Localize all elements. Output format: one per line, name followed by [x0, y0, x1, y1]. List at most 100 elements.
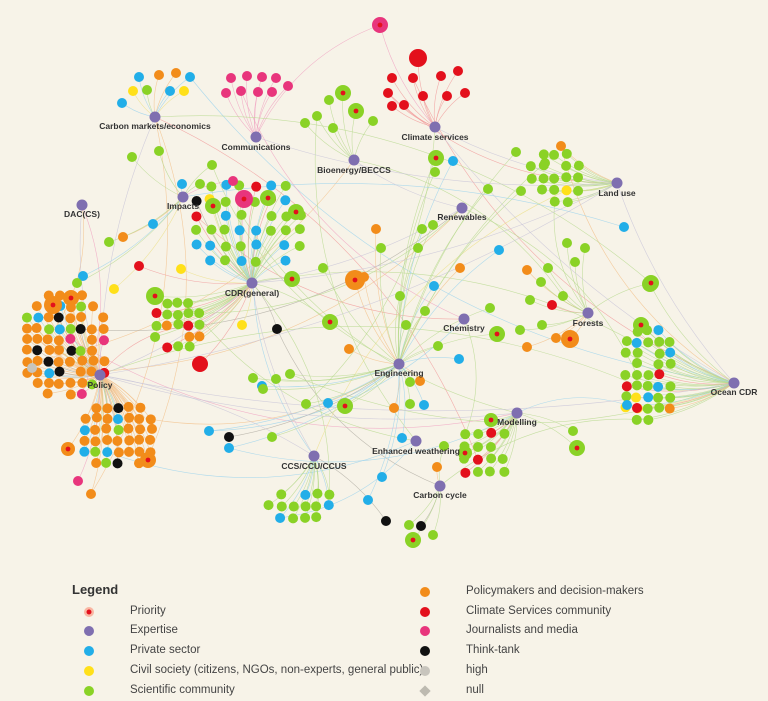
actor-node [135, 402, 146, 413]
actor-node [32, 345, 43, 356]
actor-node [266, 180, 277, 191]
actor-node [86, 379, 97, 390]
actor-node [525, 161, 536, 172]
actor-node [483, 184, 493, 194]
actor-node [151, 320, 162, 331]
actor-node [118, 232, 128, 242]
priority-marker [210, 203, 216, 209]
connection-edge [90, 374, 104, 495]
actor-node [113, 414, 124, 425]
connection-edge [154, 282, 253, 298]
actor-node [177, 179, 187, 189]
actor-node [408, 73, 418, 83]
legend-label: Expertise [130, 624, 178, 636]
actor-node [65, 333, 76, 344]
connection-edge [669, 352, 735, 384]
actor-node [537, 184, 548, 195]
actor-node [32, 355, 43, 366]
actor-node [102, 435, 113, 446]
actor-node [642, 403, 653, 414]
priority-marker [152, 293, 158, 299]
actor-node [665, 381, 676, 392]
actor-node [328, 123, 338, 133]
actor-node [183, 308, 194, 319]
actor-node [32, 333, 43, 344]
hub-label-engineering: Engineering [374, 368, 423, 378]
connection-edge [463, 318, 477, 435]
actor-node [162, 309, 173, 320]
hub-label-carbon-markets: Carbon markets/economics [99, 121, 211, 131]
actor-node [486, 453, 497, 464]
connection-edge [251, 197, 269, 284]
actor-node [643, 392, 654, 403]
connection-edge [526, 312, 589, 348]
actor-node [53, 378, 64, 389]
actor-node [511, 147, 521, 157]
actor-node [363, 495, 373, 505]
actor-node [76, 388, 87, 399]
actor-node [419, 400, 429, 410]
actor-node [161, 320, 172, 331]
actor-node [173, 319, 184, 330]
connection-edge [353, 120, 374, 161]
actor-node [540, 158, 550, 168]
actor-node [124, 412, 135, 423]
actor-node [300, 489, 311, 500]
circle-icon [84, 646, 94, 656]
actor-node [75, 346, 86, 357]
legend-label: Priority [130, 605, 166, 617]
priority-marker [340, 90, 346, 96]
actor-node [436, 71, 446, 81]
actor-node [484, 466, 495, 477]
actor-node [522, 342, 532, 352]
connection-edge [363, 276, 400, 365]
actor-node [21, 344, 32, 355]
hub-label-cdr: CDR(general) [225, 288, 279, 298]
actor-node [266, 211, 277, 222]
actor-node [253, 87, 263, 97]
priority-marker [342, 403, 348, 409]
connection-edge [560, 145, 735, 384]
connection-edge [154, 116, 479, 460]
connection-edge [251, 282, 331, 323]
actor-node [405, 377, 415, 387]
actor-node [90, 424, 101, 435]
hub-label-bioenergy: Bioenergy/BECCS [317, 165, 391, 175]
actor-node [416, 521, 426, 531]
actor-node [98, 323, 109, 334]
actor-node [620, 370, 631, 381]
actor-node [294, 224, 305, 235]
actor-node [653, 359, 664, 370]
circle-icon [420, 646, 430, 656]
actor-node [376, 243, 386, 253]
actor-node [285, 369, 295, 379]
actor-node [664, 403, 675, 414]
actor-node [101, 457, 112, 468]
connection-edge [434, 126, 735, 384]
circle-icon [420, 607, 430, 617]
priority-marker [410, 537, 416, 543]
actor-node [654, 348, 665, 359]
connection-edge [367, 363, 400, 501]
actor-node [397, 433, 407, 443]
actor-node [271, 73, 281, 83]
actor-node [460, 88, 470, 98]
actor-node [288, 513, 299, 524]
actor-node [204, 426, 214, 436]
actor-node [547, 300, 557, 310]
actor-node [395, 291, 405, 301]
actor-node [191, 211, 202, 222]
actor-node [90, 436, 101, 447]
actor-node [179, 86, 189, 96]
actor-node [65, 377, 76, 388]
actor-node [632, 358, 643, 369]
connection-edge [99, 182, 618, 376]
actor-node [430, 167, 440, 177]
actor-node [620, 347, 631, 358]
actor-node [21, 312, 32, 323]
priority-icon [84, 607, 94, 617]
actor-node [191, 224, 202, 235]
actor-node [65, 389, 76, 400]
connection-edge [461, 207, 638, 376]
